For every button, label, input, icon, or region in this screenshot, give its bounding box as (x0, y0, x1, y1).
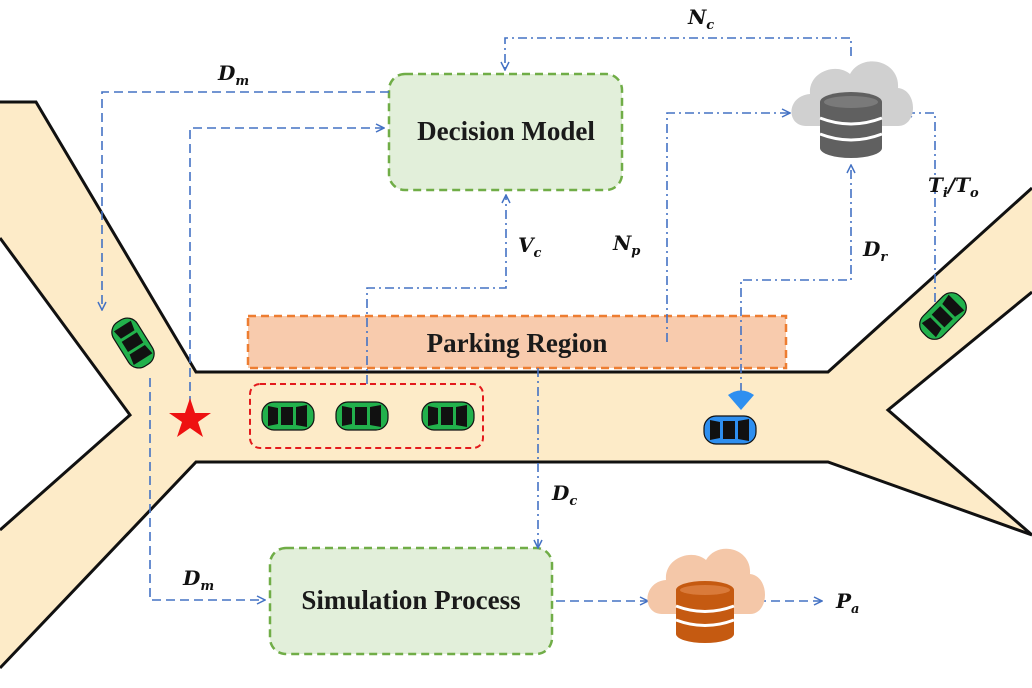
label-nc: Nc (687, 5, 714, 33)
label-np: Np (612, 231, 640, 259)
arrow-star-to-decision (189, 128, 384, 405)
car-icon (335, 401, 389, 431)
arrow-dm-bottom (149, 378, 265, 600)
arrow-ti-to (904, 113, 936, 302)
parking-region-box: Parking Region (246, 314, 788, 370)
parking-region-label: Parking Region (427, 328, 608, 358)
simulation-process-label: Simulation Process (301, 585, 520, 615)
car-icon (703, 415, 757, 445)
arrow-np (666, 113, 790, 342)
car-icon (261, 401, 315, 431)
vehicle-cluster-box (249, 383, 484, 449)
cloud-database-orange-icon (647, 548, 765, 643)
label-dm-bottom: Dm (182, 566, 214, 594)
decision-model-box: Decision Model (387, 72, 624, 192)
car-icon (111, 317, 155, 369)
label-vc: Vc (518, 233, 542, 261)
car-icon (919, 292, 967, 340)
star-icon (169, 398, 211, 437)
decision-model-label: Decision Model (417, 116, 595, 146)
arrow-dm-top (102, 91, 389, 310)
label-dc: Dc (551, 481, 577, 509)
arrow-vc (366, 195, 506, 384)
label-dr: Dr (862, 237, 888, 265)
car-icon (421, 401, 475, 431)
wireless-signal-icon (728, 390, 754, 410)
simulation-process-box: Simulation Process (268, 546, 554, 656)
cloud-database-icon (791, 61, 913, 158)
connectors (102, 37, 936, 601)
road (0, 100, 1032, 688)
arrow-dr (740, 165, 851, 392)
label-ti-to: Ti/To (928, 173, 979, 201)
arrow-nc (505, 37, 852, 70)
label-dm-top: Dm (217, 61, 249, 89)
label-pa: Pa (835, 589, 859, 617)
